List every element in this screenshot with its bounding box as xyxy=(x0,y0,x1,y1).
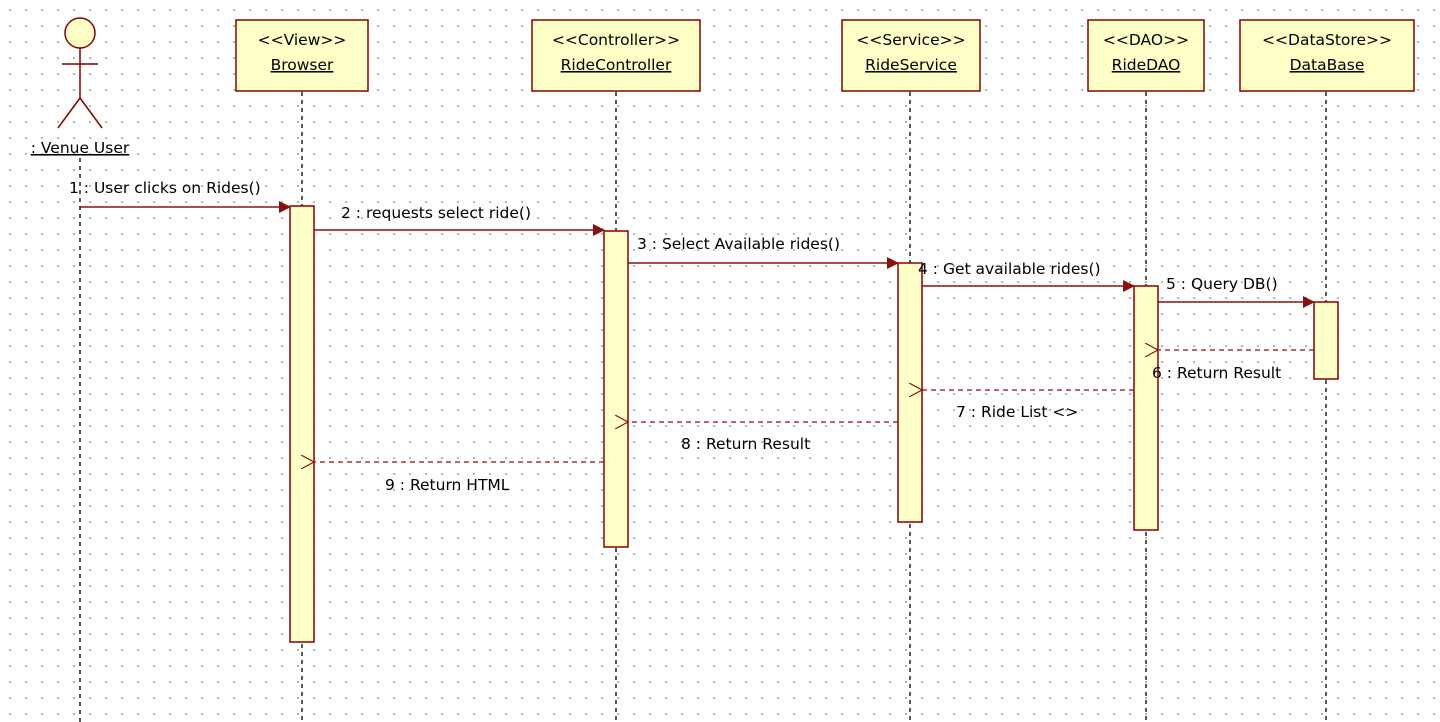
activation-bar-ride-service[interactable] xyxy=(897,262,923,523)
message-1[interactable]: 1 : User clicks on Rides() xyxy=(69,179,291,213)
message-label: 7 : Ride List <> xyxy=(956,403,1078,421)
activation-bar-ride-controller[interactable] xyxy=(603,230,629,548)
message-label: 5 : Query DB() xyxy=(1166,275,1278,293)
actor-head-icon xyxy=(64,17,96,49)
message-9[interactable]: 9 : Return HTML xyxy=(314,462,604,494)
participant-name: RideController xyxy=(561,56,672,74)
message-5[interactable]: 5 : Query DB() xyxy=(1158,275,1315,308)
message-label: 6 : Return Result xyxy=(1152,364,1281,382)
actor-venue-user[interactable]: : Venue User xyxy=(31,17,130,157)
actor-leg-left-icon xyxy=(57,97,81,129)
message-label: 4 : Get available rides() xyxy=(918,260,1101,278)
participant-name: RideService xyxy=(865,56,957,74)
participant-stereotype: <<DAO>> xyxy=(1103,31,1189,49)
participant-name: Browser xyxy=(271,56,334,74)
message-label: 1 : User clicks on Rides() xyxy=(69,179,261,197)
participant-name: RideDAO xyxy=(1112,56,1181,74)
message-label: 2 : requests select ride() xyxy=(341,204,531,222)
actor-name: : Venue User xyxy=(31,139,130,157)
participant-ride-controller[interactable]: <<Controller>> RideController xyxy=(531,19,701,92)
message-6[interactable]: 6 : Return Result xyxy=(1152,350,1314,382)
participant-stereotype: <<Service>> xyxy=(856,31,965,49)
message-8[interactable]: 8 : Return Result xyxy=(628,422,898,453)
message-4[interactable]: 4 : Get available rides() xyxy=(918,260,1135,292)
activation-bar-database[interactable] xyxy=(1313,301,1339,380)
actor-leg-right-icon xyxy=(79,97,103,129)
message-2[interactable]: 2 : requests select ride() xyxy=(314,204,605,236)
participant-stereotype: <<DataStore>> xyxy=(1262,31,1392,49)
message-label: 8 : Return Result xyxy=(681,435,810,453)
participant-browser[interactable]: <<View>> Browser xyxy=(235,19,369,92)
message-label: 9 : Return HTML xyxy=(385,476,510,494)
activation-bar-ride-dao[interactable] xyxy=(1133,285,1159,531)
participant-database[interactable]: <<DataStore>> DataBase xyxy=(1239,19,1415,92)
participant-ride-dao[interactable]: <<DAO>> RideDAO xyxy=(1087,19,1205,92)
participant-stereotype: <<Controller>> xyxy=(552,31,680,49)
activation-bar-browser[interactable] xyxy=(289,205,315,643)
participant-ride-service[interactable]: <<Service>> RideService xyxy=(841,19,981,92)
message-3[interactable]: 3 : Select Available rides() xyxy=(628,235,899,269)
message-label: 3 : Select Available rides() xyxy=(637,235,840,253)
participant-stereotype: <<View>> xyxy=(258,31,347,49)
participant-name: DataBase xyxy=(1290,56,1365,74)
message-7[interactable]: 7 : Ride List <> xyxy=(922,390,1134,421)
